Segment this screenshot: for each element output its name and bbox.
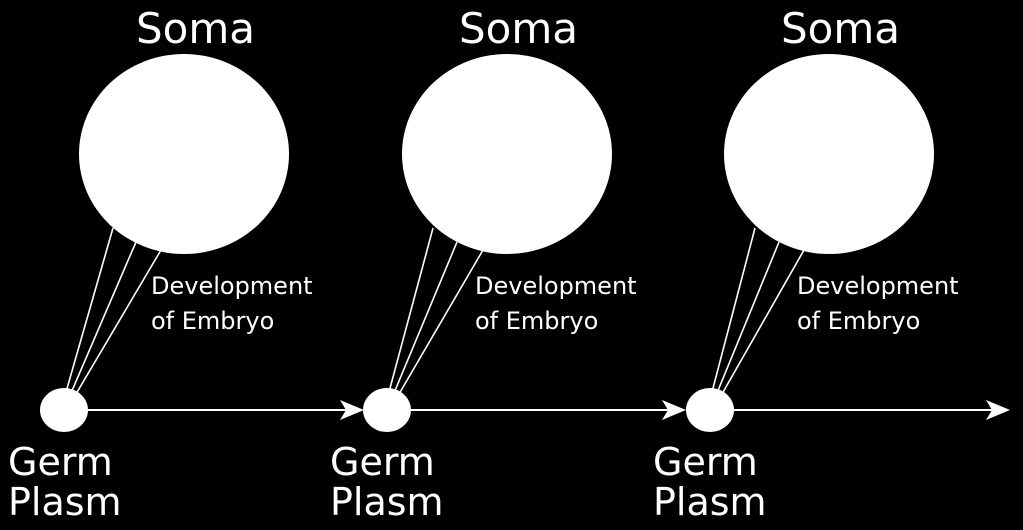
development-line [388, 227, 434, 393]
germ-plasm-label-line-1: Germ [653, 440, 758, 484]
stage-2 [363, 54, 612, 432]
germ-plasm-label-line-2: Plasm [8, 480, 122, 524]
development-label-line-2: of Embryo [475, 307, 599, 335]
development-line [75, 249, 162, 395]
development-line [398, 249, 484, 395]
germ-plasm-label-line-1: Germ [330, 440, 435, 484]
development-label-line-2: of Embryo [151, 307, 275, 335]
development-label-line-1: Development [151, 272, 313, 300]
arrowhead-2 [662, 400, 686, 420]
development-label-1: Development of Embryo [151, 269, 313, 339]
development-line [721, 249, 805, 395]
germ-plasm-label-2: Germ Plasm [330, 442, 444, 522]
germ-plasm-label-line-2: Plasm [653, 480, 767, 524]
development-label-3: Development of Embryo [797, 269, 959, 339]
germ-plasm-circle [40, 388, 88, 432]
development-label-line-2: of Embryo [797, 307, 921, 335]
development-line [393, 241, 458, 394]
germ-plasm-label-3: Germ Plasm [653, 442, 767, 522]
development-label-line-1: Development [475, 272, 637, 300]
soma-label-2: Soma [459, 4, 579, 53]
development-line [65, 227, 114, 393]
development-line [716, 241, 780, 394]
arrowhead-1 [340, 400, 364, 420]
development-label-line-1: Development [797, 272, 959, 300]
arrowhead-3 [986, 400, 1010, 420]
germ-plasm-circle [363, 388, 411, 432]
germ-plasm-circle [686, 388, 734, 432]
development-label-2: Development of Embryo [475, 269, 637, 339]
soma-label-1: Soma [136, 4, 256, 53]
soma-circle [724, 54, 934, 254]
development-line [711, 227, 756, 393]
soma-circle [402, 54, 612, 254]
stage-3 [686, 54, 934, 432]
stage-1 [40, 54, 289, 432]
germ-plasm-label-line-2: Plasm [330, 480, 444, 524]
soma-label-3: Soma [781, 4, 901, 53]
soma-circle [79, 54, 289, 254]
development-line [70, 241, 137, 394]
germ-plasm-label-1: Germ Plasm [8, 442, 122, 522]
germ-plasm-label-line-1: Germ [8, 440, 113, 484]
